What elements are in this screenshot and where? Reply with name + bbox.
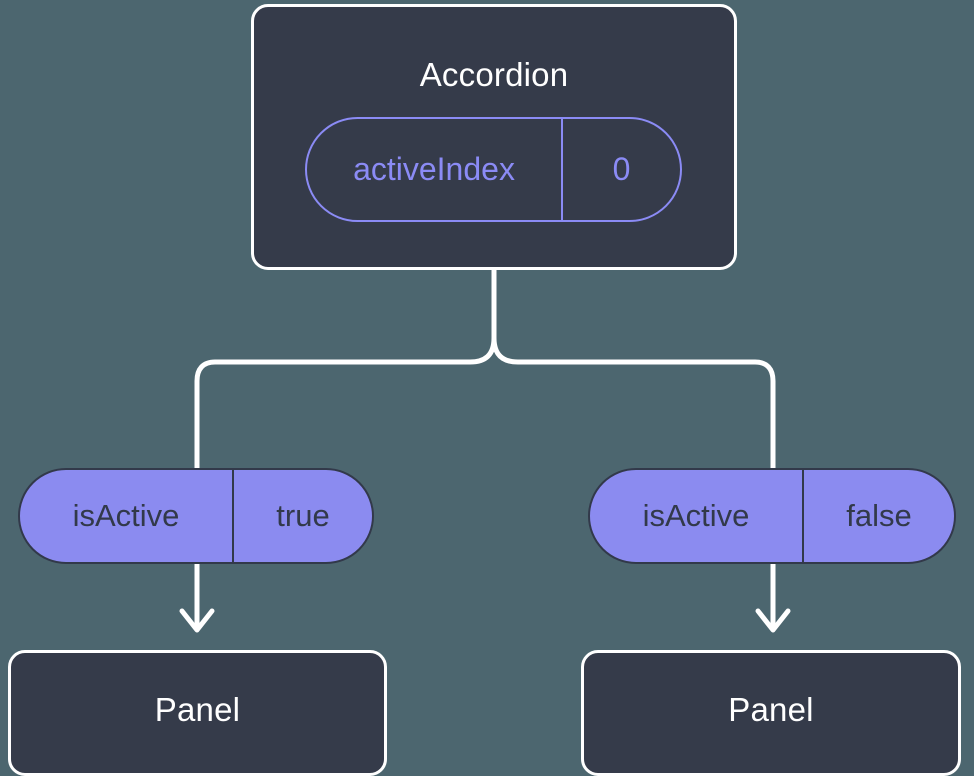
component-node-accordion[interactable]: Accordion <box>251 4 737 270</box>
prop-pill-divider <box>561 119 563 220</box>
arrow-head-right-icon <box>755 608 791 633</box>
panel-left-title: Panel <box>154 690 241 728</box>
arrow-head-left-icon <box>179 608 215 633</box>
component-node-panel-right[interactable]: Panel <box>581 650 961 776</box>
prop-pill-is-active-true[interactable]: isActive true <box>18 468 374 564</box>
panel-right-title: Panel <box>728 690 814 728</box>
prop-key-active-index: activeIndex <box>353 151 515 187</box>
branch-connector-left <box>194 337 497 470</box>
branch-connector-right <box>491 337 776 470</box>
prop-key-is-active-right: isActive <box>642 498 750 533</box>
prop-key-is-active-left: isActive <box>72 498 180 533</box>
prop-pill-active-index[interactable]: activeIndex 0 <box>305 117 682 222</box>
prop-value-is-active-right: false <box>846 498 912 533</box>
accordion-title: Accordion <box>419 56 569 93</box>
prop-value-is-active-left: true <box>276 498 330 533</box>
prop-pill-is-active-false[interactable]: isActive false <box>588 468 956 564</box>
prop-pill-divider <box>232 470 234 562</box>
prop-pill-divider <box>802 470 804 562</box>
component-node-panel-left[interactable]: Panel <box>8 650 387 776</box>
prop-value-active-index: 0 <box>612 151 631 187</box>
